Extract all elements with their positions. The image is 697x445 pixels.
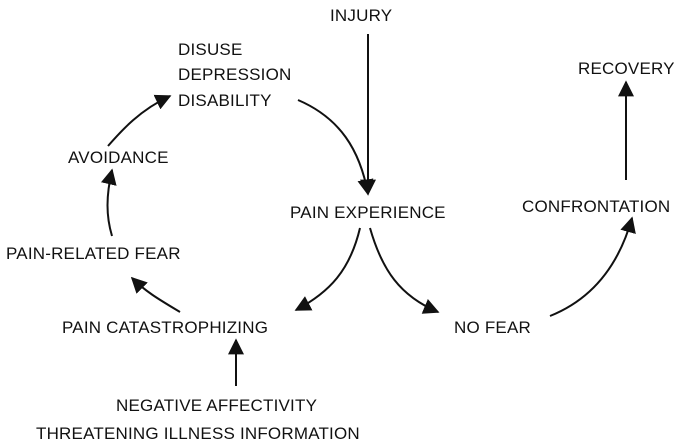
node-disuse: DISUSE [178,40,243,59]
node-pain-related-fear: PAIN-RELATED FEAR [6,244,181,263]
edges [100,34,636,386]
node-injury: INJURY [330,6,392,25]
edge-no-fear-to-confrontation [549,216,636,317]
node-recovery: RECOVERY [578,59,675,78]
edge-disability-to-pain-experience [297,99,374,196]
node-pain-experience: PAIN EXPERIENCE [290,203,446,222]
edge-avoidance-to-disuse [107,94,172,147]
node-no-fear: NO FEAR [454,318,531,337]
node-disability: DISABILITY [178,91,272,110]
node-threatening-illness-information: THREATENING ILLNESS INFORMATION [36,424,360,443]
nodes: INJURY DISUSE DEPRESSION DISABILITY AVOI… [6,6,675,443]
edge-catastrophizing-to-pain-related-fear [130,276,181,313]
node-depression: DEPRESSION [178,65,291,84]
edge-pain-experience-to-catastrophizing [294,227,361,311]
edge-pain-related-fear-to-avoidance [100,168,117,237]
edge-pain-experience-to-no-fear [369,227,440,314]
node-confrontation: CONFRONTATION [522,197,670,216]
node-pain-catastrophizing: PAIN CATASTROPHIZING [62,318,268,337]
node-negative-affectivity: NEGATIVE AFFECTIVITY [116,396,317,415]
node-avoidance: AVOIDANCE [68,148,169,167]
